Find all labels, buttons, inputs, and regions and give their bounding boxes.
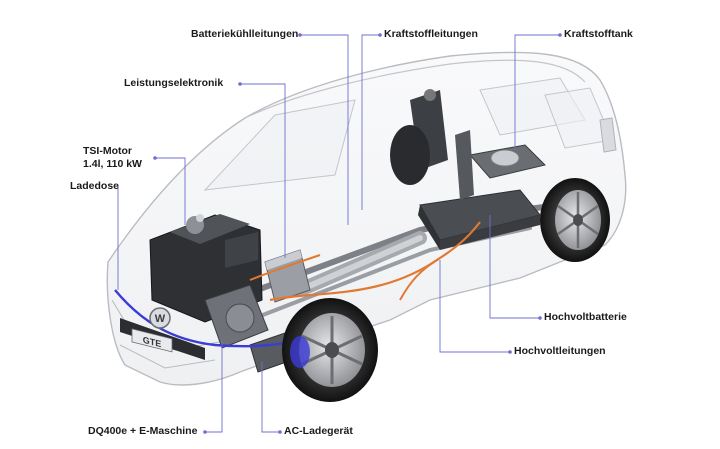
exhaust-system bbox=[293, 231, 427, 297]
label-hochvoltbatterie-text: Hochvoltbatterie bbox=[544, 311, 627, 323]
label-ladedose: Ladedose bbox=[70, 180, 119, 193]
leader-leistungselektronik bbox=[240, 83, 286, 258]
leader-hochvoltleitungen bbox=[439, 260, 510, 353]
label-leistungselektronik-text: Leistungselektronik bbox=[124, 77, 224, 89]
label-dq400e: DQ400e + E-Maschine bbox=[88, 425, 197, 438]
label-tsi-motor: TSI-Motor 1.4l, 110 kW bbox=[83, 145, 142, 171]
label-ac-ladegeraet-text: AC-Ladegerät bbox=[284, 425, 353, 437]
label-hochvoltleitungen: Hochvoltleitungen bbox=[514, 345, 606, 358]
charge-cable bbox=[114, 289, 301, 348]
label-dq400e-text: DQ400e + E-Maschine bbox=[88, 425, 198, 437]
label-kraftstofftank: Kraftstofftank bbox=[564, 28, 633, 41]
leader-kraftstoffleitungen bbox=[361, 34, 380, 210]
label-ladedose-text: Ladedose bbox=[70, 180, 120, 192]
leader-dots bbox=[153, 33, 562, 434]
transmission bbox=[204, 284, 269, 349]
label-batteriekuehlleitungen: Batteriekühlleitungen bbox=[191, 28, 298, 41]
label-kraftstoffleitungen: Kraftstoffleitungen bbox=[384, 28, 478, 41]
label-tsi-motor-line1: TSI-Motor bbox=[83, 145, 132, 157]
rear-wheel bbox=[540, 178, 610, 262]
label-kraftstoffleitungen-text: Kraftstoffleitungen bbox=[384, 28, 478, 40]
label-ac-ladegeraet: AC-Ladegerät bbox=[284, 425, 353, 438]
leader-tsi-motor bbox=[155, 157, 186, 225]
hv-cables bbox=[249, 221, 481, 302]
leader-batteriekuehlleitungen bbox=[300, 34, 349, 225]
rear-left-wheel bbox=[390, 125, 430, 185]
front-grille: W GTE bbox=[120, 307, 205, 360]
leader-lines bbox=[117, 34, 560, 433]
label-tsi-motor-line2: 1.4l, 110 kW bbox=[83, 158, 142, 170]
front-wheel bbox=[282, 298, 378, 402]
leader-ac-ladegeraet bbox=[261, 362, 280, 433]
badge-text: GTE bbox=[143, 335, 161, 349]
fuel-tank bbox=[469, 144, 546, 179]
label-hochvoltbatterie: Hochvoltbatterie bbox=[544, 311, 627, 324]
leader-dq400e bbox=[205, 340, 223, 433]
leader-kraftstofftank bbox=[514, 34, 560, 150]
label-batteriekuehlleitungen-text: Batteriekühlleitungen bbox=[191, 28, 299, 40]
label-hochvoltleitungen-text: Hochvoltleitungen bbox=[514, 345, 606, 357]
leader-hochvoltbatterie bbox=[489, 215, 540, 319]
label-kraftstofftank-text: Kraftstofftank bbox=[564, 28, 633, 40]
label-leistungselektronik: Leistungselektronik bbox=[124, 77, 223, 90]
svg-text:W: W bbox=[155, 313, 166, 325]
